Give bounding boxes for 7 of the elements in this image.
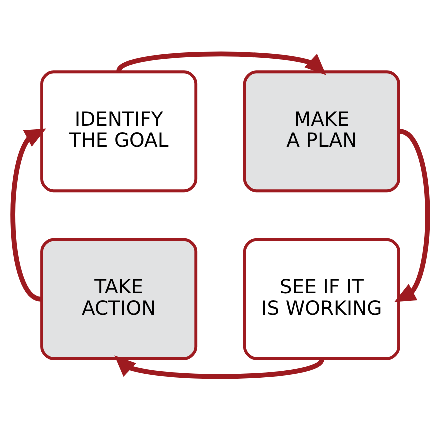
node-box: IDENTIFY THE GOAL	[40, 70, 198, 192]
node-box: MAKE A PLAN	[243, 70, 400, 192]
arrow	[10, 128, 46, 302]
arrow	[117, 51, 326, 75]
node-box: SEE IF IT IS WORKING	[243, 238, 400, 360]
node-box: TAKE ACTION	[40, 238, 198, 360]
arrow	[394, 128, 430, 302]
